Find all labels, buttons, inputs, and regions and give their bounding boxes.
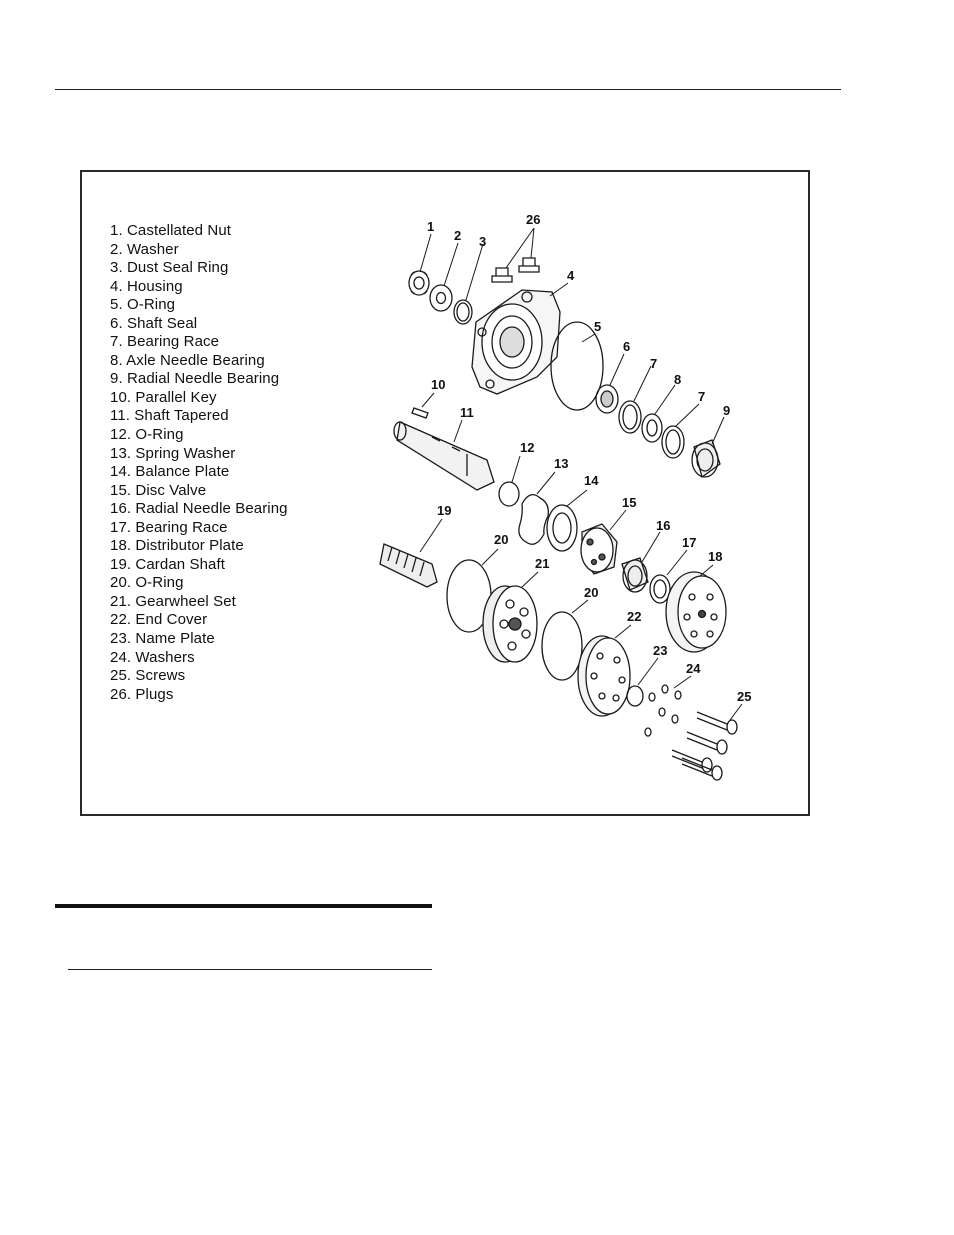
o-ring-part — [550, 321, 604, 411]
parts-list-item: 8. Axle Needle Bearing — [110, 351, 265, 369]
callout-15: 15 — [622, 495, 636, 510]
name-plate-part — [626, 685, 644, 707]
parts-list-item: 7. Bearing Race — [110, 333, 220, 351]
parts-list-item: 6. Shaft Seal — [110, 314, 198, 332]
callout-14: 14 — [584, 473, 599, 488]
callout-12: 12 — [520, 440, 534, 455]
callout-21: 21 — [535, 556, 549, 571]
o-ring-part — [498, 481, 520, 507]
callout-9: 9 — [723, 403, 730, 418]
balance-plate-part — [546, 504, 578, 552]
callout-8: 8 — [674, 372, 681, 387]
callout-26: 26 — [526, 212, 540, 227]
screws-part — [671, 711, 738, 781]
parts-list-item: 12. O-Ring — [110, 426, 184, 444]
section-rule-thin — [68, 969, 432, 970]
callout-25: 25 — [737, 689, 751, 704]
distributor-plate-part — [665, 571, 727, 653]
parts-list-item: 2. Washer — [110, 240, 179, 258]
callout-10: 10 — [431, 377, 445, 392]
shaft-seal-part — [595, 384, 619, 414]
leader-lines — [419, 227, 743, 721]
parts-list-item: 4. Housing — [110, 277, 183, 295]
washer-part — [429, 284, 453, 312]
cardan-shaft-part — [379, 543, 438, 588]
section-rule-thick — [55, 904, 432, 908]
callout-13: 13 — [554, 456, 568, 471]
axle-needle-bearing-part — [641, 413, 663, 443]
parts-list-item: 16. Radial Needle Bearing — [110, 500, 288, 518]
parts-list-item: 14. Balance Plate — [110, 463, 230, 481]
gearwheel-set-part — [482, 585, 538, 663]
end-cover-part — [577, 635, 631, 717]
bearing-race-part — [661, 425, 685, 459]
parts-list-item: 15. Disc Valve — [110, 481, 207, 499]
parts-list-item: 21. Gearwheel Set — [110, 592, 236, 610]
header-rule — [55, 89, 841, 90]
dust-seal-ring-part — [453, 299, 473, 325]
exploded-view-figure: 1. Castellated Nut 2. Washer 3. Dust Sea… — [80, 170, 810, 816]
parts-list-item: 9. Radial Needle Bearing — [110, 370, 280, 388]
parts-list: 1. Castellated Nut 2. Washer 3. Dust Sea… — [110, 222, 288, 704]
radial-needle-bearing-part — [621, 557, 649, 593]
callout-18: 18 — [708, 549, 722, 564]
callout-3: 3 — [479, 234, 486, 249]
callout-20: 20 — [584, 585, 598, 600]
parts-list-item: 22. End Cover — [110, 611, 208, 629]
callout-17: 17 — [682, 535, 696, 550]
radial-needle-bearing-part — [691, 439, 721, 479]
parts-list-item: 17. Bearing Race — [110, 518, 228, 536]
castellated-nut-part — [408, 270, 430, 296]
parts-list-item: 1. Castellated Nut — [110, 222, 232, 239]
callout-23: 23 — [653, 643, 667, 658]
parts-list-item: 18. Distributor Plate — [110, 537, 244, 555]
callout-7: 7 — [698, 389, 705, 404]
callout-2: 2 — [454, 228, 461, 243]
parts-list-item: 20. O-Ring — [110, 574, 184, 592]
parts-list-item: 10. Parallel Key — [110, 388, 217, 406]
spring-washer-part — [518, 493, 549, 545]
parts-list-item: 19. Cardan Shaft — [110, 555, 226, 573]
callout-6: 6 — [623, 339, 630, 354]
parts-list-item: 24. Washers — [110, 648, 195, 666]
callout-labels: 1 2 3 26 4 5 6 7 8 7 9 10 11 12 13 14 15… — [427, 212, 751, 704]
callout-1: 1 — [427, 219, 434, 234]
housing-part — [471, 289, 561, 395]
callout-19: 19 — [437, 503, 451, 518]
exploded-parts-drawing: 1 2 3 26 4 5 6 7 8 7 9 10 11 12 13 14 15… — [379, 212, 751, 781]
callout-16: 16 — [656, 518, 670, 533]
parallel-key-part — [411, 407, 429, 419]
callout-4: 4 — [567, 268, 575, 283]
bearing-race-part — [618, 400, 642, 434]
disc-valve-part — [580, 523, 618, 575]
plugs-part — [491, 257, 540, 283]
callout-5: 5 — [594, 319, 601, 334]
callout-20: 20 — [494, 532, 508, 547]
parts-list-item: 3. Dust Seal Ring — [110, 259, 229, 277]
bearing-race-part — [649, 574, 671, 604]
washers-part — [644, 684, 682, 737]
parts-list-item: 11. Shaft Tapered — [110, 407, 229, 425]
o-ring-part — [541, 611, 583, 681]
shaft-tapered-part — [393, 421, 495, 491]
parts-list-item: 13. Spring Washer — [110, 444, 236, 462]
parts-list-item: 23. Name Plate — [110, 630, 215, 648]
parts-list-item: 26. Plugs — [110, 685, 174, 703]
callout-11: 11 — [460, 405, 474, 420]
parts-list-item: 25. Screws — [110, 667, 186, 685]
callout-24: 24 — [686, 661, 701, 676]
callout-7: 7 — [650, 356, 657, 371]
callout-22: 22 — [627, 609, 641, 624]
parts-list-item: 5. O-Ring — [110, 296, 176, 314]
